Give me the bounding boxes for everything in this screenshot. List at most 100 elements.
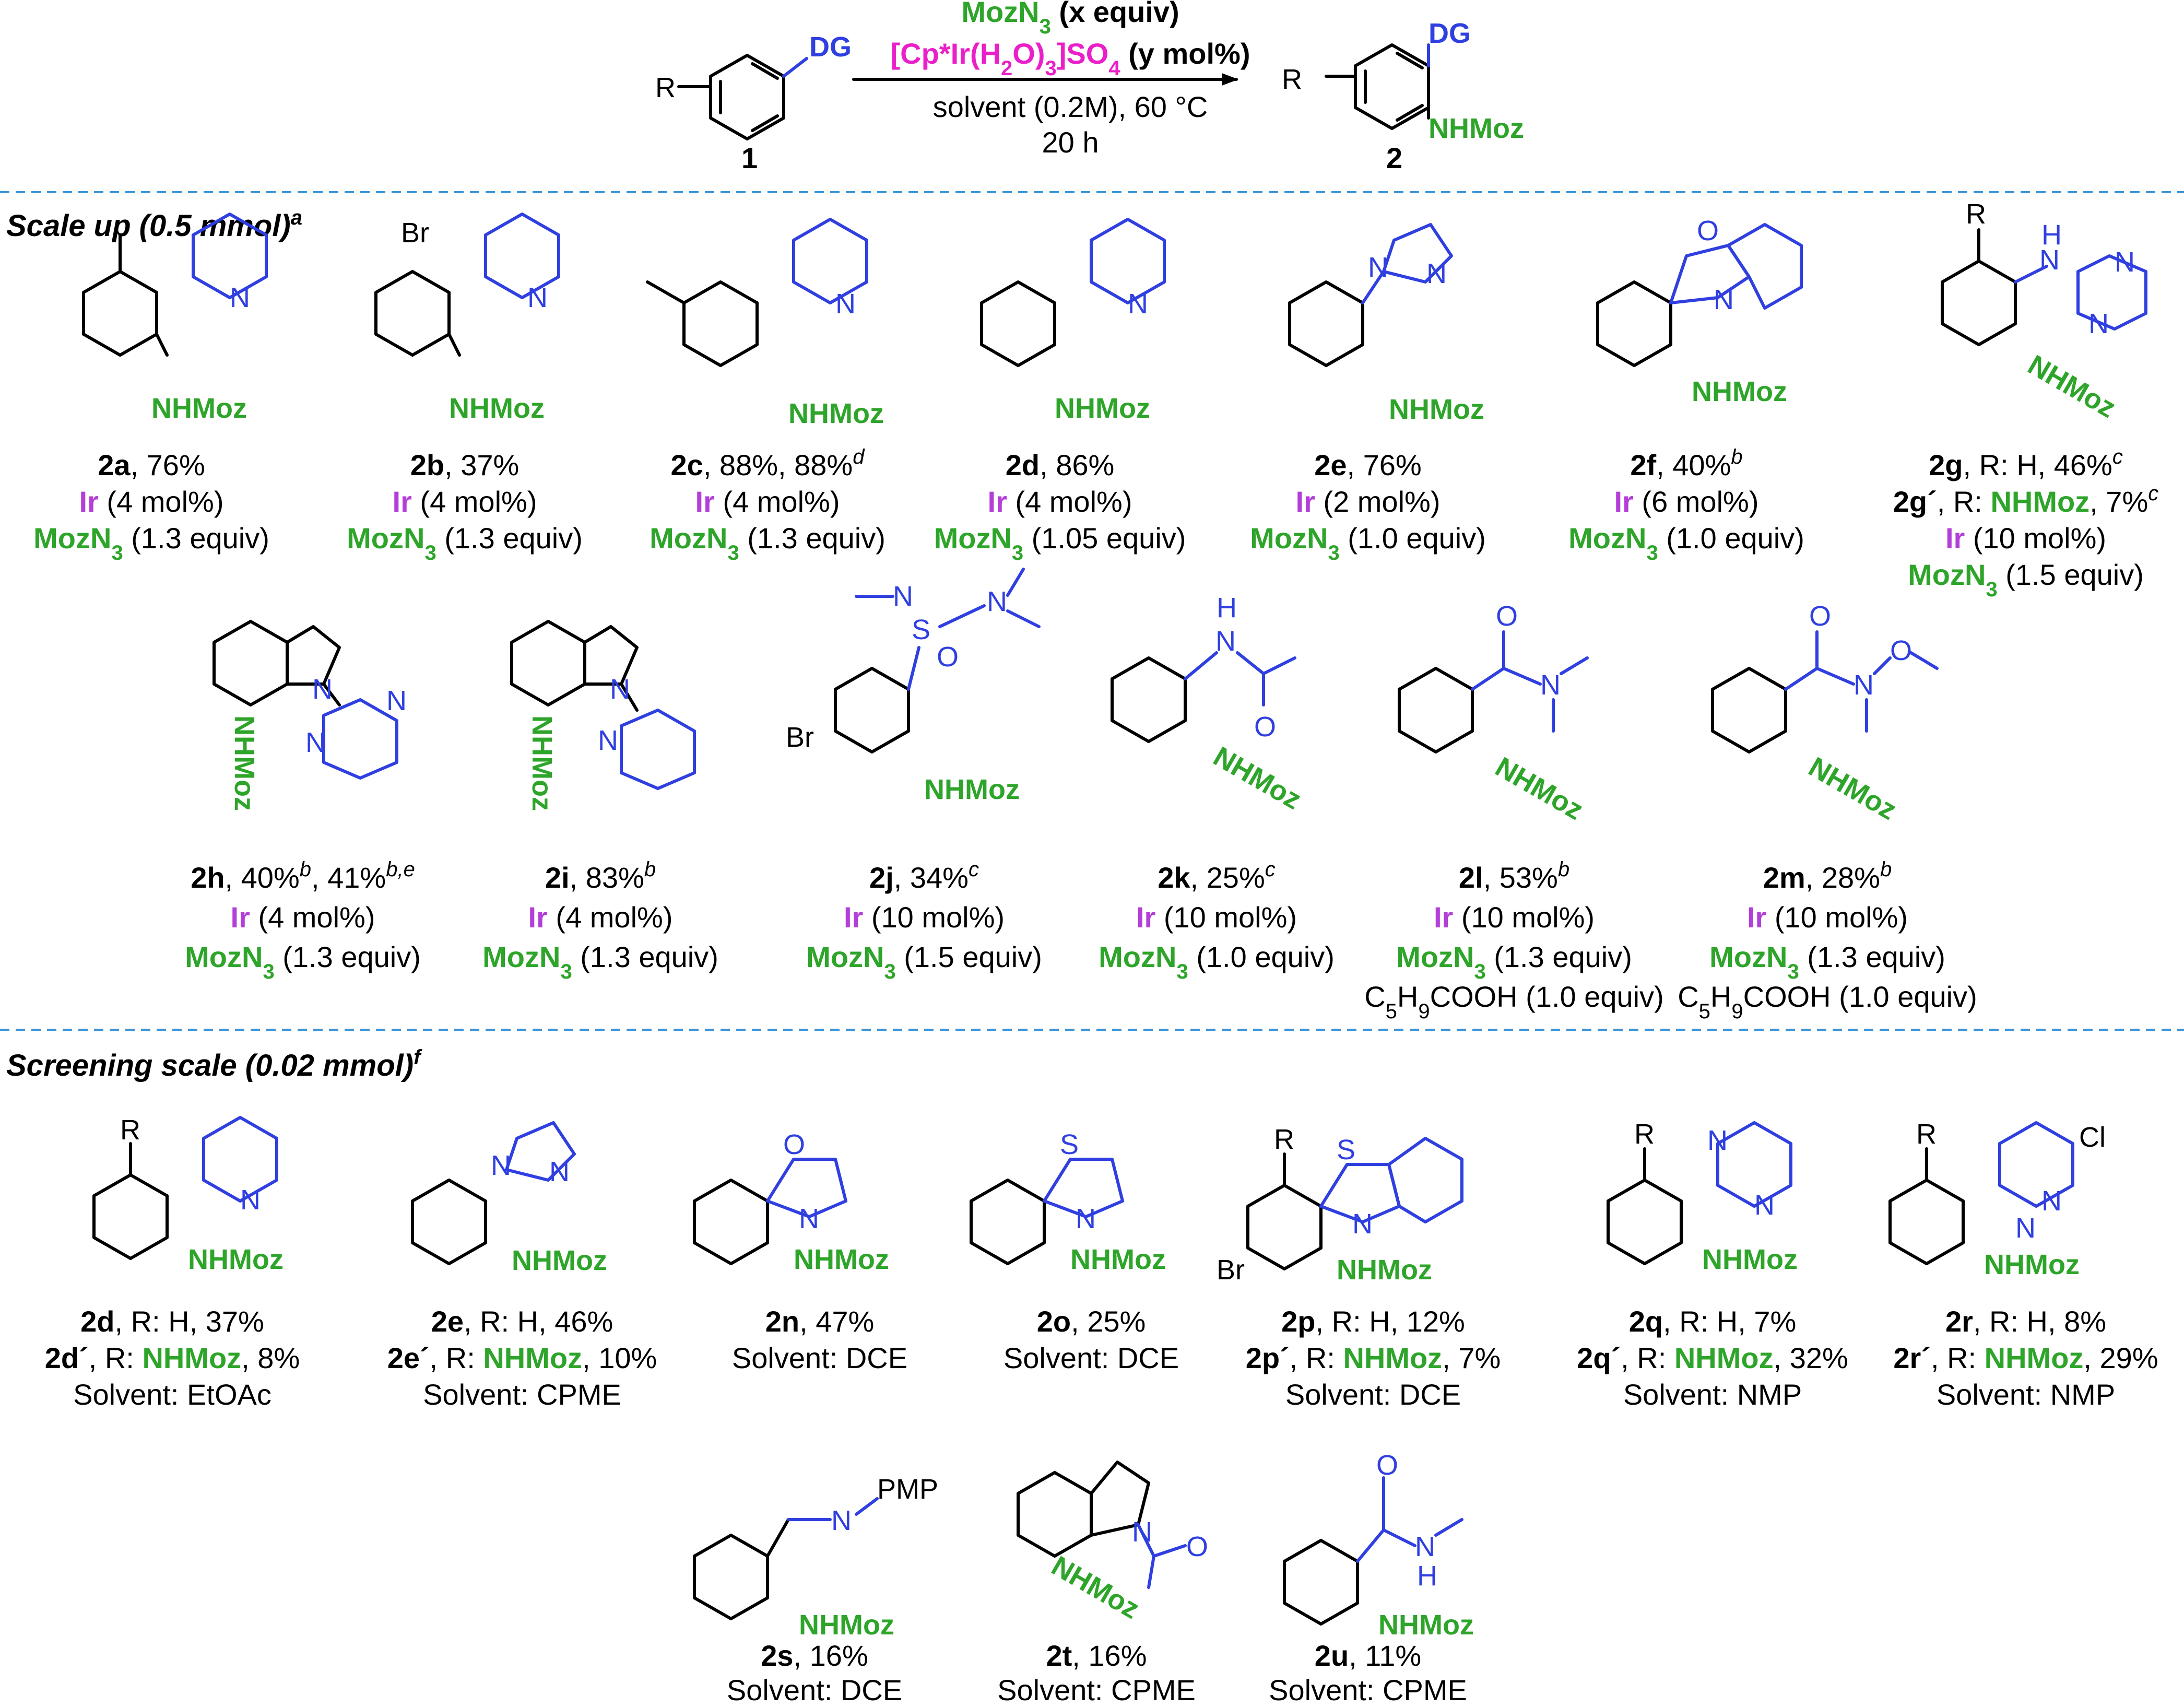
caption-line: 2h, 40%b, 41%b,e <box>191 858 415 894</box>
substituent-label: R <box>655 72 676 103</box>
caption-line: Ir (4 mol%) <box>231 901 375 934</box>
caption-line: Ir (2 mol%) <box>1296 485 1441 518</box>
caption-line: 2i, 83%b <box>545 858 656 894</box>
caption-line: 2q, R: H, 7% <box>1629 1305 1797 1338</box>
caption-line: 2j, 34%c <box>869 858 979 894</box>
caption-line: 2e, 76% <box>1314 449 1422 481</box>
caption-2j: 2j, 34%cIr (10 mol%)MozN3 (1.5 equiv) <box>806 858 1042 983</box>
caption-2p: 2p, R: H, 12%2p´, R: NHMoz, 7%Solvent: D… <box>1246 1305 1501 1411</box>
pyrimidine-n1-label: N <box>305 727 326 758</box>
nhmoz-label: NHMoz <box>512 1245 607 1276</box>
caption-line: 2a, 76% <box>98 449 205 481</box>
nhmoz-label: NHMoz <box>924 774 1020 805</box>
caption-line: 2d, R: H, 37% <box>80 1305 264 1338</box>
catalyst-label: [Cp*Ir(H2O)3]SO4 (y mol%) <box>891 37 1250 80</box>
pyridine-n-label: N <box>598 725 618 756</box>
caption-2e: 2e, R: H, 46%2e´, R: NHMoz, 10%Solvent: … <box>387 1305 657 1411</box>
nh-n-label: N <box>2039 244 2060 276</box>
caption-line: Solvent: EtOAc <box>73 1378 271 1411</box>
nhmoz-label: NHMoz <box>526 715 558 811</box>
r-label: R <box>120 1114 140 1146</box>
caption-line: 2k, 25%c <box>1158 858 1276 894</box>
caption-line: MozN3 (1.3 equiv) <box>1709 940 1945 983</box>
nhmoz-label: NHMoz <box>188 1244 284 1275</box>
caption-2h: 2h, 40%b, 41%b,eIr (4 mol%)MozN3 (1.3 eq… <box>185 858 421 983</box>
caption-line: 2c, 88%, 88%d <box>671 445 866 481</box>
structure-2g: R H N N N NHMoz <box>1941 198 2147 424</box>
caption-2o: 2o, 25%Solvent: DCE <box>1004 1305 1179 1374</box>
amide-n-label: N <box>1540 669 1561 701</box>
caption-2n: 2n, 47%Solvent: DCE <box>732 1305 907 1374</box>
caption-2d: 2d, 86%Ir (4 mol%)MozN3 (1.05 equiv) <box>934 449 1186 564</box>
structure-2d: N NHMoz <box>980 218 1166 424</box>
caption-line: 2u, 11% <box>1315 1639 1421 1672</box>
caption-2u: 2u, 11%Solvent: CPME <box>1269 1639 1467 1706</box>
arrow-head <box>1222 73 1238 86</box>
product-nhmoz-label: NHMoz <box>1429 113 1524 144</box>
carbonyl-o-label: O <box>1186 1531 1208 1562</box>
carbonyl-o-label: O <box>1496 601 1518 632</box>
thiazole-s-label: S <box>1060 1129 1079 1160</box>
caption-line: Solvent: CPME <box>997 1674 1196 1706</box>
pyridine-n-label: N <box>1128 288 1148 320</box>
structure-2u: O N H NHMoz <box>1283 1450 1474 1641</box>
reagent-label: MozN3 (x equiv) <box>961 0 1179 38</box>
pyrazole-n2-label: N <box>549 1156 570 1187</box>
caption-line: Ir (10 mol%) <box>844 901 1005 934</box>
caption-2q: 2q, R: H, 7%2q´, R: NHMoz, 32%Solvent: N… <box>1577 1305 1848 1411</box>
caption-2a: 2a, 76% Ir (4 mol%) MozN3 (1.3 equiv) <box>33 449 269 564</box>
structure-2o: S N NHMoz <box>970 1129 1166 1275</box>
nhmoz-label: NHMoz <box>1389 394 1484 425</box>
carbonyl-o-label: O <box>1254 711 1276 743</box>
product-dg-label: DG <box>1429 18 1471 49</box>
oxazole-n-label: N <box>1714 284 1734 315</box>
caption-line: Solvent: DCE <box>1004 1341 1179 1374</box>
caption-line: 2p´, R: NHMoz, 7% <box>1246 1341 1501 1374</box>
section-title-screening: Screening scale (0.02 mmol)f <box>6 1046 422 1082</box>
nhmoz-label: NHMoz <box>788 398 884 429</box>
caption-line: MozN3 (1.0 equiv) <box>1250 522 1486 564</box>
caption-line: 2q´, R: NHMoz, 32% <box>1577 1341 1848 1374</box>
caption-2k: 2k, 25%cIr (10 mol%)MozN3 (1.0 equiv) <box>1099 858 1335 983</box>
nh-h-label: H <box>2041 219 2062 251</box>
pyrazole-n2-label: N <box>1426 258 1447 289</box>
pyridine-n-label: N <box>230 282 250 313</box>
thiazole-n-label: N <box>1076 1203 1096 1234</box>
structure-2l: O N NHMoz <box>1398 601 1589 826</box>
structure-2s: N PMP NHMoz <box>693 1474 938 1641</box>
pyrimidine-n1-label: N <box>2115 246 2135 278</box>
caption-line: 2l, 53%b <box>1459 858 1569 894</box>
caption-line: Ir (10 mol%) <box>1136 901 1297 934</box>
amide-h-label: H <box>1217 592 1237 623</box>
caption-line: Ir (4 mol%) <box>79 485 224 518</box>
structure-2e-screen: N N NHMoz <box>411 1121 607 1276</box>
caption-line: Ir (10 mol%) <box>1747 901 1908 934</box>
reaction-header: R DG 1 MozN3 (x equiv) [Cp*Ir(H2O)3]SO4 … <box>655 0 1524 174</box>
caption-line: MozN3 (1.3 equiv) <box>347 522 583 564</box>
pyrazole-n1-label: N <box>1368 252 1388 283</box>
caption-line: Ir (10 mol%) <box>1945 522 2106 555</box>
caption-line: Solvent: NMP <box>1937 1378 2115 1411</box>
caption-line: MozN3 (1.3 equiv) <box>482 940 718 983</box>
caption-line: Ir (4 mol%) <box>695 485 840 518</box>
caption-line: C5H9COOH (1.0 equiv) <box>1678 980 1977 1023</box>
caption-line: MozN3 (1.3 equiv) <box>33 522 269 564</box>
reaction-time: 20 h <box>1042 126 1099 159</box>
benzothiazole-s-label: S <box>1337 1134 1355 1166</box>
amide-n-label: N <box>1415 1531 1435 1562</box>
nhmoz-label: NHMoz <box>1984 1249 2080 1280</box>
caption-line: 2g´, R: NHMoz, 7%c <box>1893 482 2159 518</box>
caption-2l: 2l, 53%bIr (10 mol%)MozN3 (1.3 equiv)C5H… <box>1364 858 1664 1023</box>
nhmoz-label: NHMoz <box>449 393 545 424</box>
amide-h-label: H <box>1417 1560 1437 1592</box>
caption-line: 2e´, R: NHMoz, 10% <box>387 1341 657 1374</box>
structure-2n: O N NHMoz <box>693 1129 889 1275</box>
caption-line: Solvent: DCE <box>732 1341 907 1374</box>
caption-2i: 2i, 83%bIr (4 mol%)MozN3 (1.3 equiv) <box>482 858 718 983</box>
r-label: R <box>1634 1119 1655 1150</box>
caption-line: 2b, 37% <box>410 449 520 481</box>
nhmoz-label: NHMoz <box>1692 376 1787 407</box>
structure-2h: N N N NHMoz <box>213 620 407 811</box>
caption-2f: 2f, 40%bIr (6 mol%)MozN3 (1.0 equiv) <box>1568 445 1804 564</box>
nhmoz-label: NHMoz <box>1702 1244 1798 1275</box>
